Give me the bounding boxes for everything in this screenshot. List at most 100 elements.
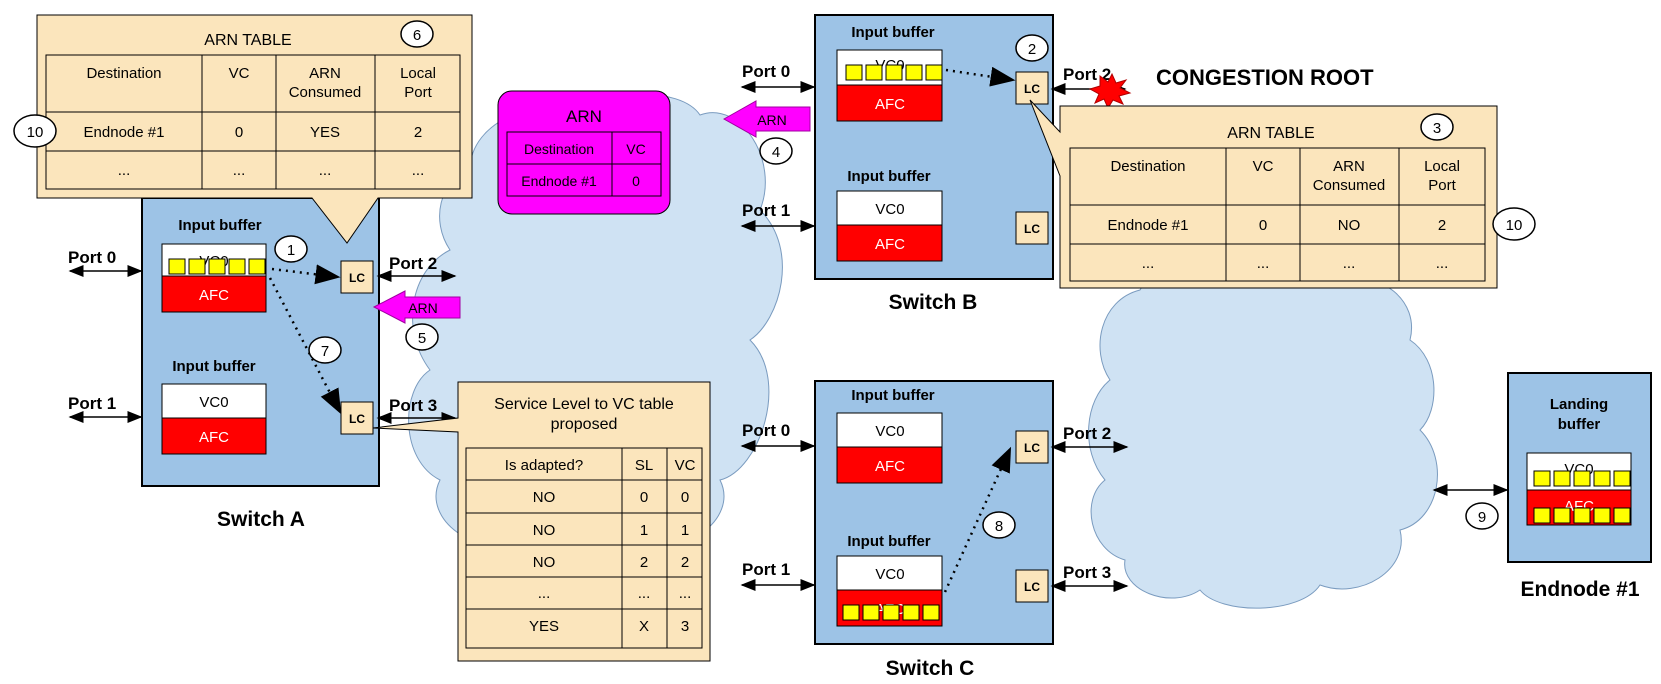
arn-message-arrow: ARN [722,100,811,138]
input-buffer-label: Input buffer [178,217,261,234]
svg-text:0: 0 [632,173,640,189]
svg-text:Port 0: Port 0 [742,62,790,81]
svg-text:VC: VC [675,457,696,474]
packet-queue [845,64,943,81]
svg-text:X: X [639,618,649,635]
svg-text:ARN: ARN [1333,158,1365,175]
svg-text:...: ... [1343,255,1356,272]
svg-text:LC: LC [1024,580,1040,594]
svg-text:2: 2 [1028,41,1036,58]
svg-text:10: 10 [1506,217,1523,234]
svg-text:3: 3 [1433,120,1441,137]
svg-text:3: 3 [681,618,689,635]
switch-c-label: Switch C [886,657,975,680]
network-cloud-right [1088,264,1438,609]
switch-a-ports: Port 0 Port 1 Port 2 Port 3 [68,248,457,424]
step-badge-3: 3 [1420,113,1454,141]
svg-text:Port 2: Port 2 [1063,424,1111,443]
svg-text:5: 5 [418,330,426,347]
svg-text:7: 7 [321,343,329,360]
arn-table-a-callout: ARN TABLE Destination VC ARN Consumed Lo… [36,14,473,244]
svg-text:...: ... [679,585,692,602]
svg-text:4: 4 [772,144,780,161]
svg-text:0: 0 [681,489,689,506]
svg-text:9: 9 [1478,509,1486,526]
switch-b-ports: Port 0 Port 1 Port 2 [740,62,1127,232]
input-buffer: VC0 AFC [836,412,943,484]
packet-queue [842,604,940,621]
input-buffer: VC0 AFC [836,555,943,627]
switch-a: Input buffer VC0 AFC Input buffer VC0 AF… [141,197,380,531]
svg-text:ARN: ARN [309,65,341,82]
table-cell: NO [533,554,556,571]
svg-text:proposed: proposed [551,416,618,433]
svg-text:...: ... [412,162,425,179]
svg-text:...: ... [233,162,246,179]
table-cell: Endnode #1 [1108,217,1189,234]
svg-text:Destination: Destination [86,65,161,82]
step-badge-2: 2 [1015,34,1049,62]
switch-c: Input buffer VC0 AFC Input buffer VC0 AF… [814,380,1054,680]
svg-text:2: 2 [681,554,689,571]
svg-text:Port 2: Port 2 [389,254,437,273]
table-cell: Endnode #1 [84,124,165,141]
step-badge-7: 7 [308,336,342,364]
svg-text:6: 6 [413,27,421,44]
link-controller: LC [340,260,374,294]
svg-text:Consumed: Consumed [1313,177,1386,194]
table-cell: NO [533,489,556,506]
switch-b: Input buffer VC0 AFC Input buffer VC0 AF… [814,14,1054,314]
table-cell: YES [310,124,340,141]
svg-text:Destination: Destination [524,141,594,157]
table-cell: NO [533,522,556,539]
svg-text:1: 1 [287,242,295,259]
packet-queue [1533,470,1631,524]
endnode-1: Landing buffer VC0 AFC Endnode #1 [1507,372,1652,601]
svg-text:VC: VC [1253,158,1274,175]
svg-text:LC: LC [1024,222,1040,236]
vc0-label: VC0 [875,423,904,440]
step-badge-10: 10 [13,114,57,148]
svg-text:LC: LC [1024,441,1040,455]
svg-text:Port 0: Port 0 [68,248,116,267]
step-badge-8: 8 [982,511,1016,539]
svg-text:Local: Local [1424,158,1460,175]
svg-text:...: ... [638,585,651,602]
svg-text:...: ... [319,162,332,179]
svg-text:SL: SL [635,457,653,474]
arn-table-title: ARN TABLE [1227,125,1314,142]
input-buffer: VC0 AFC [836,49,943,122]
table-cell: 0 [1259,217,1267,234]
input-buffer: VC0 AFC [161,243,267,313]
svg-text:Port 1: Port 1 [68,394,116,413]
svg-text:Port 3: Port 3 [389,396,437,415]
svg-text:ARN: ARN [757,112,787,128]
svg-text:Port 1: Port 1 [742,201,790,220]
svg-text:ARN: ARN [408,300,438,316]
svg-text:Is adapted?: Is adapted? [505,457,583,474]
afc-label: AFC [199,287,229,304]
svg-text:VC: VC [626,141,645,157]
step-badge-10: 10 [1492,207,1536,241]
svg-text:Port 2: Port 2 [1063,65,1111,84]
table-cell: YES [529,618,559,635]
route-step-2 [945,66,1016,87]
sl-table-callout: Service Level to VC table proposed Is ad… [372,381,711,662]
vc0-label: VC0 [199,394,228,411]
vc0-label: VC0 [875,566,904,583]
svg-text:Port 3: Port 3 [1063,563,1111,582]
svg-text:...: ... [538,585,551,602]
congestion-burst-icon [1088,72,1132,110]
input-buffer: VC0 AFC [161,383,267,455]
vc0-label: VC0 [875,201,904,218]
switch-b-label: Switch B [889,291,978,314]
input-buffer-label: Input buffer [851,24,934,41]
input-buffer-label: Input buffer [847,168,930,185]
link-controller: LC [1015,71,1049,105]
switch-a-label: Switch A [217,508,305,531]
svg-text:...: ... [118,162,131,179]
link-controller: LC [1015,569,1049,603]
svg-text:Port 1: Port 1 [742,560,790,579]
svg-text:8: 8 [995,518,1003,535]
